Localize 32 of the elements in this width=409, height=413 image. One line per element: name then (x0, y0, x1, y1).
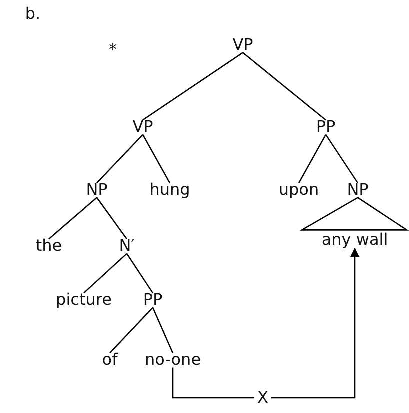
tree-branch (48, 197, 98, 240)
example-letter: b. (25, 5, 41, 23)
tree-branch (152, 308, 174, 354)
tree-node-label: the (36, 237, 62, 255)
tree-node-label: PP (143, 291, 163, 309)
tree-node-label: of (102, 351, 118, 369)
tree-node-label: VP (232, 36, 254, 54)
tree-node-label: no-one (144, 351, 202, 369)
tree-node-label: PP (316, 118, 336, 136)
tree-branch (242, 52, 326, 121)
tree-branch (126, 253, 154, 294)
tree-node-label: NP (347, 181, 369, 199)
tree-branch (172, 368, 255, 399)
tree-node-label: any wall (322, 231, 388, 249)
tree-node-label: hung (150, 181, 190, 199)
tree-branch (298, 134, 327, 184)
tree-node-label: VP (132, 118, 154, 136)
tree-branch (142, 52, 244, 121)
tree-node-label: upon (278, 181, 320, 199)
tree-node-label: X (258, 389, 268, 407)
ungrammatical-mark: * (109, 41, 117, 59)
tree-branch (110, 307, 154, 354)
tree-branch (96, 134, 144, 184)
tree-node-label: NP (86, 181, 108, 199)
tree-node-label: N′ (119, 237, 135, 255)
tree-branch (300, 197, 409, 231)
tree-branch (96, 197, 128, 240)
tree-branch (84, 253, 128, 294)
tree-branch (325, 134, 359, 184)
tree-node-label: picture (56, 291, 112, 309)
tree-branch (142, 134, 171, 184)
arrow (271, 248, 360, 399)
